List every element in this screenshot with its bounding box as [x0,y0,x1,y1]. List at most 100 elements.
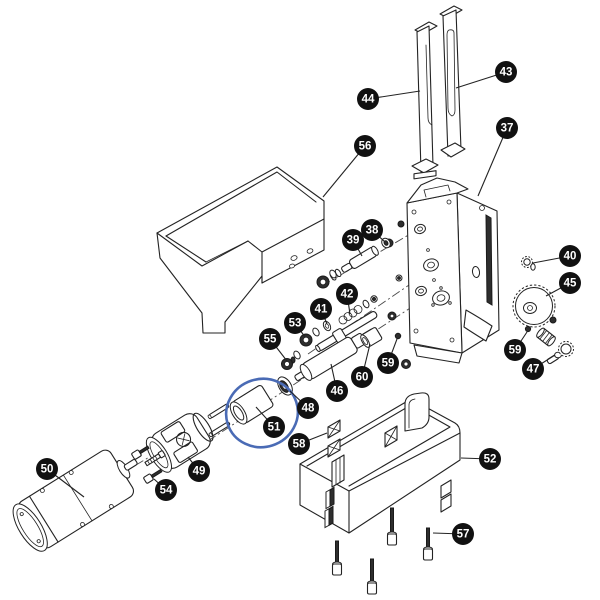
callout-52: 52 [460,448,501,470]
adapter-screw [131,445,150,460]
callout-layer: 4344375638394045424153555959604648515847… [36,61,581,545]
svg-text:50: 50 [41,464,54,476]
svg-text:42: 42 [341,289,354,301]
pinion-gear-47 [546,341,574,365]
callout-44: 44 [357,88,421,110]
svg-text:60: 60 [356,372,369,384]
svg-text:51: 51 [268,422,281,434]
callout-41: 41 [310,298,332,325]
coupler-51 [229,384,274,425]
callout-badge [504,339,526,361]
callout-38: 38 [361,219,386,243]
bolt-57 [422,527,434,561]
svg-text:59: 59 [509,345,522,357]
callout-badge [361,219,383,241]
idler-shaft [315,311,378,353]
callout-51: 51 [255,406,285,438]
svg-text:55: 55 [264,334,277,346]
svg-text:41: 41 [315,304,328,316]
svg-text:52: 52 [484,454,497,466]
callout-badge [263,416,285,438]
svg-text:56: 56 [359,141,372,153]
svg-text:40: 40 [564,251,577,263]
callout-badge [377,352,399,374]
svg-text:38: 38 [366,225,379,237]
callout-badge [336,283,358,305]
callout-badge [310,298,332,320]
callout-48: 48 [289,390,319,419]
callout-badge [357,88,379,110]
clamp-block-58 [327,419,341,458]
svg-text:39: 39 [347,235,360,247]
callout-49: 49 [187,456,210,482]
cover-housing [156,166,325,334]
callout-46: 46 [326,363,348,402]
callout-badge [155,479,177,501]
callout-55: 55 [259,328,288,362]
callout-47: 47 [522,354,556,380]
callout-badge [452,523,474,545]
callout-badge [354,135,376,157]
callout-57: 57 [432,523,474,545]
svg-text:45: 45 [564,278,577,290]
callout-42: 42 [336,283,358,315]
callout-badge [284,312,306,334]
svg-text:44: 44 [362,94,375,106]
threaded-stud [144,450,166,467]
clamp-block [384,425,398,448]
svg-text:57: 57 [457,529,470,541]
callout-43: 43 [455,61,517,89]
plug-washer-upper [316,269,337,289]
motor-50 [12,449,138,552]
washer-spring-row [322,295,378,332]
spur-gear-45 [512,284,556,328]
svg-text:48: 48 [302,403,315,415]
plug-row [281,327,320,370]
highlight-ellipse-part-51 [224,377,300,449]
ball-59-right [524,325,532,333]
bolt [331,540,343,576]
callout-58: 58 [288,432,328,455]
rail-right [439,5,466,158]
svg-text:37: 37 [501,123,514,135]
callout-53: 53 [284,312,306,338]
svg-text:54: 54 [160,485,173,497]
clamp-block [440,479,452,513]
pin [208,421,231,438]
callout-badge [479,448,501,470]
callout-59: 59 [504,331,528,361]
screw-54 [143,468,163,484]
callout-badge [259,328,281,350]
callout-badge [188,460,210,482]
svg-text:49: 49 [193,466,206,478]
callout-badge [559,272,581,294]
callout-54: 54 [153,478,177,501]
callout-badge [288,433,310,455]
tray-face-slots [324,486,335,529]
callout-badge [496,117,518,139]
mounting-bolts [331,507,434,595]
clamp-post [331,454,345,488]
bolt [366,558,378,595]
callout-56: 56 [322,135,376,198]
spring-42 [338,305,363,325]
callout-badge [351,366,373,388]
callout-badge [326,380,348,402]
pin [207,403,230,420]
rail-left [411,21,439,180]
worm-gear-40 [521,256,536,271]
bottom-tray-52 [299,392,461,534]
callout-37: 37 [477,117,518,197]
gearbox-casting [406,177,500,364]
svg-text:46: 46 [331,386,344,398]
callout-badge [522,358,544,380]
callout-badge [559,245,581,267]
callout-40: 40 [532,245,581,267]
bearing [536,327,556,347]
svg-text:47: 47 [527,364,540,376]
callout-badge [342,229,364,251]
callout-45: 45 [545,272,581,297]
bolt [386,507,398,546]
